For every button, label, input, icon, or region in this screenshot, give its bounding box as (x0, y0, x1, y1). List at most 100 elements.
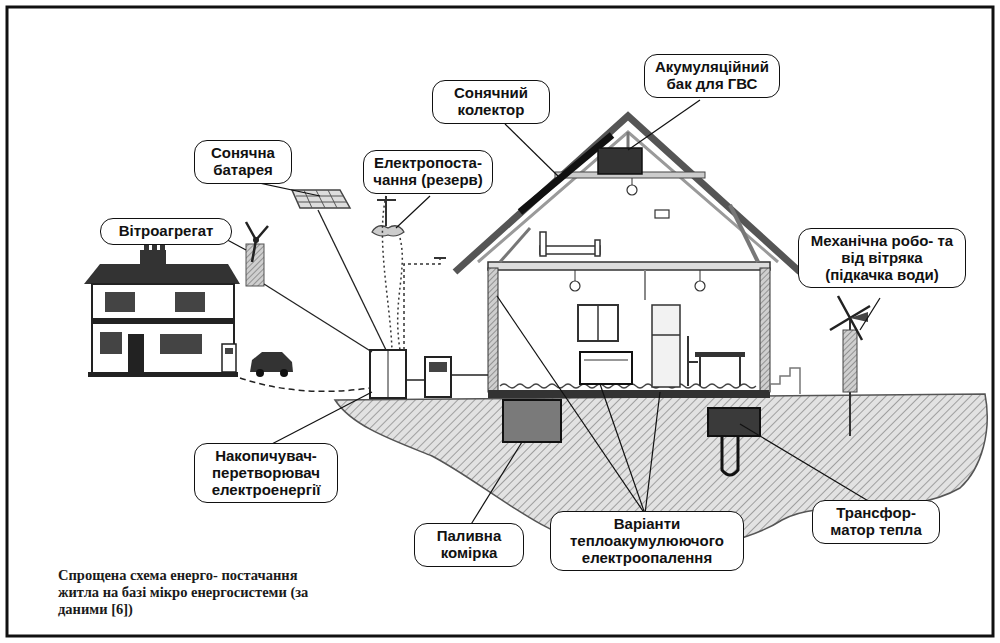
callout-text: Сонячна батарея (203, 145, 283, 179)
callout-text: Вітроагрегат (109, 223, 223, 240)
basement-units-part (503, 400, 561, 442)
energy-storage-part (451, 374, 488, 376)
left-wind-turbine (246, 222, 268, 286)
house-part (700, 270, 701, 281)
left-cottage-part (88, 372, 238, 377)
house-part (598, 148, 642, 174)
wires-part (404, 258, 440, 350)
callout-box: Варіанти теплоакумулюючого електроопален… (550, 511, 744, 571)
left-cottage-part (140, 250, 166, 266)
frame-part (7, 7, 993, 636)
right-wind-pump (830, 296, 870, 436)
house-part (699, 357, 701, 386)
callout-text: Електропоста- чання (резерв) (372, 155, 484, 189)
house-part (540, 246, 600, 254)
grid-supply-part (398, 238, 403, 350)
callout-box: Сонячний колектор (432, 80, 550, 124)
callout-text: Варіанти теплоакумулюючого електроопален… (559, 516, 735, 566)
house-part (580, 352, 632, 384)
solar-panel-part (292, 190, 350, 208)
house-part (478, 132, 778, 262)
grid-supply-part (372, 226, 404, 236)
left-cottage-part (128, 334, 144, 374)
wires (240, 210, 446, 391)
house-part (540, 232, 546, 256)
wires-part (240, 378, 370, 391)
leader-lines-part (396, 196, 430, 228)
house-part (695, 352, 745, 357)
callout-text: Сонячний колектор (441, 85, 541, 119)
house (455, 116, 800, 398)
leader-lines-part (470, 442, 522, 526)
house-part (455, 116, 800, 272)
left-cottage-part (256, 369, 264, 377)
house-part (730, 205, 758, 262)
house-part (575, 270, 576, 281)
left-cottage-part (152, 244, 157, 252)
figure-caption: Спрощена схема енерго- постачання житла … (58, 567, 328, 618)
house-part (627, 185, 637, 195)
left-cottage-part (160, 334, 202, 354)
callout-box: Електропоста- чання (резерв) (363, 150, 493, 194)
left-cottage-part (175, 292, 205, 312)
left-cottage-part (84, 264, 240, 284)
wires-part (434, 257, 446, 259)
house-part (739, 357, 741, 386)
left-cottage-part (250, 352, 293, 372)
left-wind-turbine-part (253, 237, 259, 243)
house-part (632, 178, 633, 185)
callout-box: Акумуляційний бак для ГВС (644, 54, 780, 98)
callout-box: Механічна робо- та від вітряка (підкачка… (798, 228, 966, 288)
leader-lines-part (268, 392, 372, 446)
house-part (695, 281, 705, 291)
house-part (570, 281, 580, 291)
energy-storage-part (388, 350, 389, 398)
leader-lines-part (645, 392, 660, 514)
callout-box: Вітроагрегат (100, 218, 232, 245)
right-wind-pump-part (843, 330, 857, 392)
callout-box: Паливна комірка (414, 523, 524, 567)
house-part (652, 305, 680, 387)
callout-text: Паливна комірка (423, 528, 515, 562)
grid-supply (372, 196, 404, 350)
house-part (500, 228, 530, 262)
callout-text: Трансфор- матор тепла (821, 505, 931, 539)
basement-units-part (722, 436, 738, 475)
left-cottage (84, 244, 293, 377)
left-wind-turbine-part (246, 222, 268, 262)
left-cottage-part (225, 348, 233, 354)
house-part (488, 390, 770, 398)
house-part (655, 210, 669, 218)
grid-supply-part (377, 199, 396, 201)
right-wind-pump-part (830, 296, 870, 340)
left-cottage-part (280, 369, 288, 377)
left-cottage-part (160, 244, 165, 252)
house-part (488, 262, 770, 270)
leader-lines-part (740, 424, 870, 502)
house-part (652, 334, 680, 336)
house-part (688, 336, 698, 386)
solar-panel (292, 190, 350, 208)
house-part (584, 360, 628, 361)
wires-part (264, 284, 372, 352)
energy-storage-part (425, 357, 451, 397)
house-part (597, 305, 599, 341)
callout-box: Накопичувач- перетворювач електроенергії (194, 443, 338, 503)
energy-storage-part (429, 362, 447, 372)
energy-storage-part (370, 350, 406, 398)
callout-text: Акумуляційний бак для ГВС (653, 59, 771, 93)
wires-part (318, 210, 386, 350)
callout-box: Сонячна батарея (194, 140, 292, 184)
left-cottage-part (92, 318, 234, 324)
house-part (760, 268, 770, 392)
leader-lines-part (860, 298, 880, 330)
leader-lines-part (628, 100, 700, 150)
grid-supply-part (382, 196, 392, 350)
left-cottage-part (100, 332, 122, 354)
left-cottage-part (222, 344, 236, 372)
basement-units (503, 400, 760, 475)
callout-box: Трансфор- матор тепла (812, 500, 940, 544)
house-part (644, 270, 646, 300)
frame (7, 7, 993, 636)
